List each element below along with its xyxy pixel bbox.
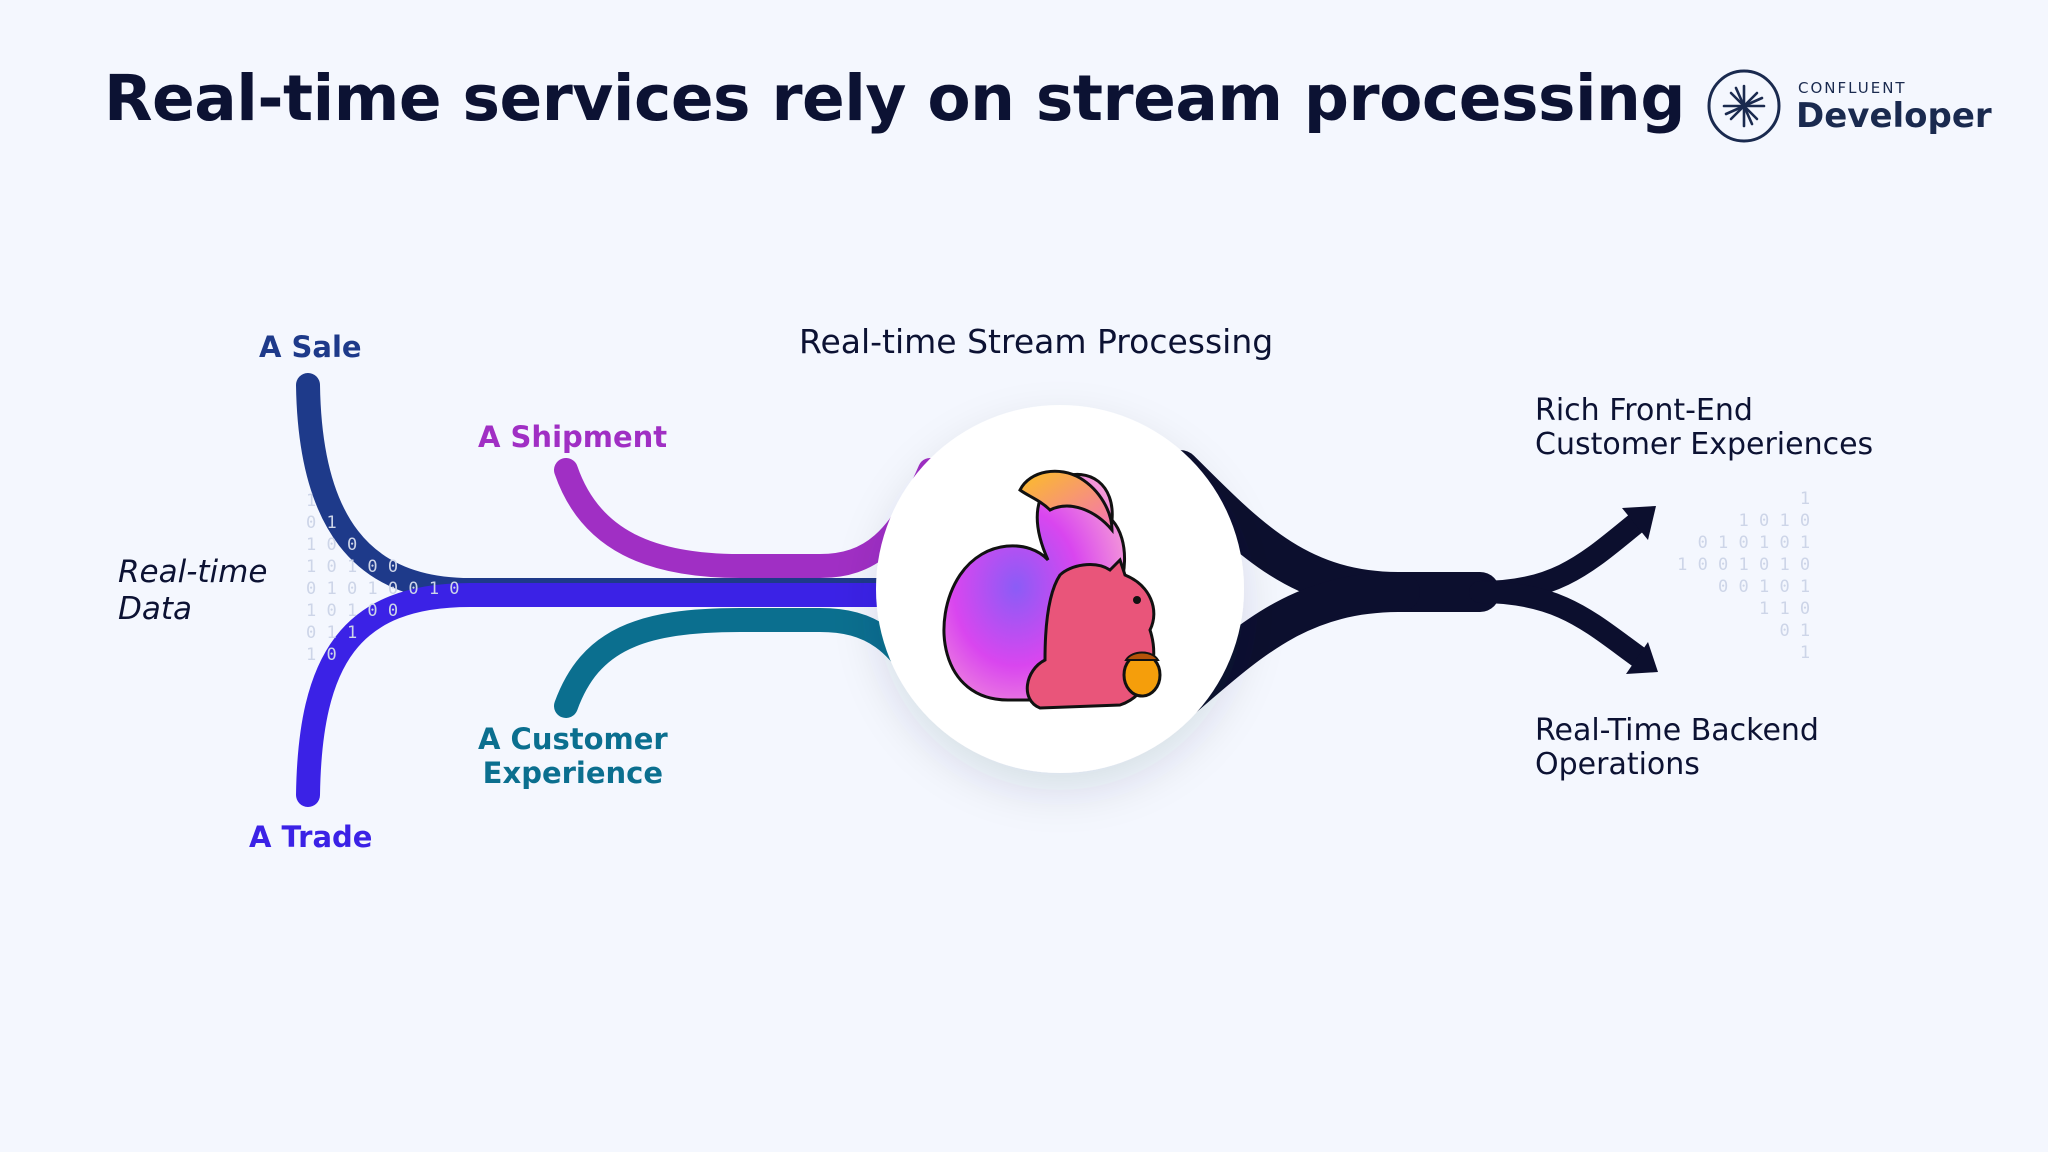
stream-customer (554, 608, 942, 718)
brand-logo: CONFLUENT Developer (1706, 68, 2026, 148)
logo-product-text: Developer (1796, 96, 1992, 136)
processor-label: Real-time Stream Processing (799, 322, 1274, 361)
binary-stream-left: 1 0 1 1 0 0 1 0 1 0 0 0 1 0 1 0 0 1 0 1 … (306, 491, 460, 665)
front-end-arrowhead-icon (1622, 506, 1656, 540)
backend-arrowhead-icon (1626, 642, 1658, 674)
input-label-customer-experience: A Customer Experience (478, 722, 668, 790)
input-label-trade: A Trade (249, 820, 373, 854)
input-label-shipment: A Shipment (478, 420, 668, 454)
binary-stream-right: 1 1 0 1 0 0 1 0 1 0 1 1 0 0 1 0 1 0 0 0 … (1677, 489, 1811, 663)
stream-trade (296, 583, 952, 807)
page-title: Real-time services rely on stream proces… (104, 62, 1686, 135)
source-label: Real-time Data (118, 554, 268, 627)
logo-company-text: CONFLUENT (1798, 79, 1907, 97)
output-backend-arrow (1469, 581, 1651, 669)
starburst-logo-icon (1707, 69, 1781, 143)
squirrel-mascot-icon (942, 469, 1162, 710)
input-label-sale: A Sale (259, 330, 362, 364)
stream-shipment (554, 458, 942, 578)
output-label-front-end: Rich Front-End Customer Experiences (1535, 393, 1874, 462)
output-label-backend: Real-Time Backend Operations (1535, 713, 1819, 782)
